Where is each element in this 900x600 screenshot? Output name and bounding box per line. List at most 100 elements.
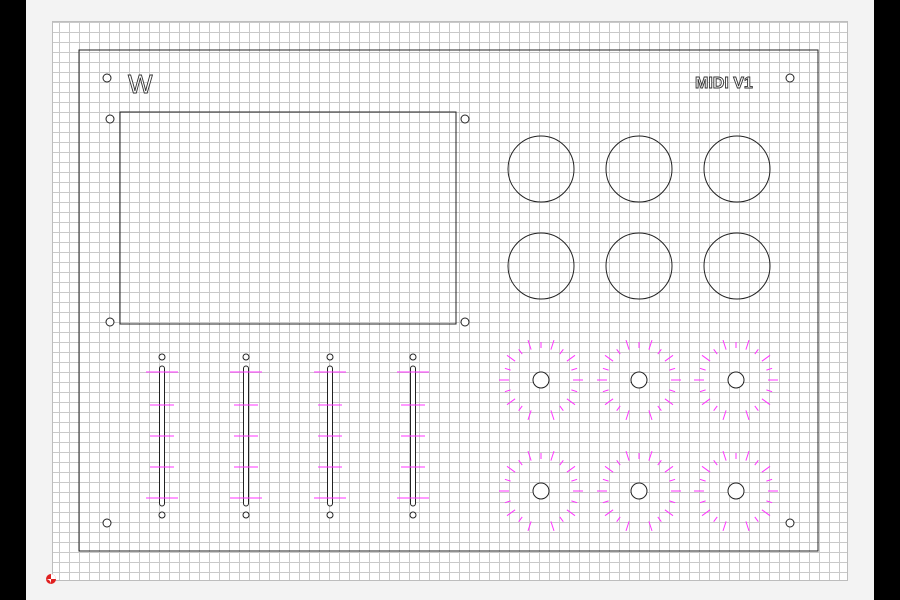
knob-tick bbox=[745, 339, 750, 350]
knob-tick bbox=[699, 367, 706, 371]
knob-tick bbox=[664, 398, 674, 406]
knob-tick bbox=[713, 516, 718, 522]
knob-tick bbox=[518, 349, 523, 355]
knob-3 bbox=[694, 339, 778, 421]
knob-tick bbox=[761, 398, 771, 406]
display-hole-top-right[interactable] bbox=[460, 114, 470, 124]
mount-hole-top-right[interactable] bbox=[785, 73, 795, 83]
knob-tick bbox=[559, 516, 564, 522]
knob-tick bbox=[699, 478, 706, 482]
knob-tick bbox=[669, 500, 676, 504]
knob-2 bbox=[597, 339, 681, 421]
knob-tick bbox=[527, 521, 532, 532]
grid-workspace[interactable] bbox=[52, 21, 848, 581]
knob-tick bbox=[566, 465, 576, 473]
knob-hole bbox=[727, 482, 745, 500]
knob-tick bbox=[504, 389, 511, 393]
fader-1 bbox=[146, 353, 178, 519]
knob-tick bbox=[722, 410, 727, 421]
knob-tick bbox=[550, 450, 555, 461]
knob-tick bbox=[648, 450, 653, 461]
knob-tick bbox=[713, 405, 718, 411]
knob-hole bbox=[727, 371, 745, 389]
fader-hole-top bbox=[158, 353, 166, 361]
knob-tick bbox=[571, 389, 578, 393]
origin-marker-icon[interactable] bbox=[46, 574, 56, 584]
knob-tick bbox=[604, 354, 614, 362]
knob-1 bbox=[499, 339, 583, 421]
fader-2 bbox=[230, 353, 262, 519]
knob-tick bbox=[699, 500, 706, 504]
knob-tick bbox=[754, 516, 759, 522]
fader-3 bbox=[314, 353, 346, 519]
button-cutout-4[interactable] bbox=[507, 232, 575, 300]
knob-tick bbox=[745, 410, 750, 421]
knob-tick bbox=[625, 521, 630, 532]
fader-4 bbox=[397, 353, 429, 519]
button-cutout-6[interactable] bbox=[703, 232, 771, 300]
panel-outline[interactable] bbox=[78, 49, 819, 552]
knob-hole bbox=[532, 371, 550, 389]
button-cutout-2[interactable] bbox=[605, 135, 673, 203]
knob-tick bbox=[766, 478, 773, 482]
knob-tick bbox=[506, 465, 516, 473]
knob-tick bbox=[766, 500, 773, 504]
knob-tick bbox=[559, 405, 564, 411]
button-grid bbox=[507, 135, 771, 300]
knob-tick bbox=[616, 405, 621, 411]
knob-tick bbox=[625, 450, 630, 461]
knob-tick bbox=[604, 509, 614, 517]
knob-tick bbox=[699, 389, 706, 393]
knob-tick bbox=[648, 339, 653, 350]
knob-tick bbox=[604, 465, 614, 473]
knob-tick bbox=[669, 367, 676, 371]
mount-hole-top-left[interactable] bbox=[102, 73, 112, 83]
knob-tick bbox=[657, 516, 662, 522]
knob-tick bbox=[701, 509, 711, 517]
knob-tick bbox=[722, 339, 727, 350]
fader-hole-bottom bbox=[158, 511, 166, 519]
knob-tick bbox=[648, 521, 653, 532]
knob-tick bbox=[701, 398, 711, 406]
knob-hole bbox=[532, 482, 550, 500]
fader-group bbox=[146, 353, 429, 519]
knob-tick bbox=[766, 389, 773, 393]
display-hole-bottom-left[interactable] bbox=[105, 317, 115, 327]
display-hole-bottom-right[interactable] bbox=[460, 317, 470, 327]
knob-tick bbox=[616, 349, 621, 355]
knob-tick bbox=[602, 367, 609, 371]
model-label[interactable]: MIDI V1 bbox=[695, 75, 754, 93]
knob-hole bbox=[630, 371, 648, 389]
knob-tick bbox=[504, 500, 511, 504]
knob-tick bbox=[664, 509, 674, 517]
mount-hole-bottom-right[interactable] bbox=[785, 518, 795, 528]
fader-hole-top bbox=[409, 353, 417, 361]
display-hole-top-left[interactable] bbox=[105, 114, 115, 124]
knob-tick bbox=[657, 405, 662, 411]
button-cutout-3[interactable] bbox=[703, 135, 771, 203]
knob-tick bbox=[722, 450, 727, 461]
button-cutout-1[interactable] bbox=[507, 135, 575, 203]
knob-tick bbox=[559, 349, 564, 355]
knob-group bbox=[499, 339, 778, 532]
knob-tick bbox=[559, 460, 564, 466]
knob-tick bbox=[602, 478, 609, 482]
knob-tick bbox=[518, 405, 523, 411]
knob-tick bbox=[745, 450, 750, 461]
knob-tick bbox=[518, 460, 523, 466]
fader-hole-bottom bbox=[242, 511, 250, 519]
knob-tick bbox=[527, 339, 532, 350]
knob-tick bbox=[506, 509, 516, 517]
knob-4 bbox=[499, 450, 583, 532]
knob-tick bbox=[766, 367, 773, 371]
button-cutout-5[interactable] bbox=[605, 232, 673, 300]
knob-tick bbox=[657, 349, 662, 355]
logo-letter[interactable]: W bbox=[128, 69, 154, 100]
knob-tick bbox=[664, 465, 674, 473]
knob-tick bbox=[604, 398, 614, 406]
display-cutout[interactable] bbox=[119, 111, 457, 325]
mount-hole-bottom-left[interactable] bbox=[102, 518, 112, 528]
knob-tick bbox=[664, 354, 674, 362]
knob-hole bbox=[630, 482, 648, 500]
